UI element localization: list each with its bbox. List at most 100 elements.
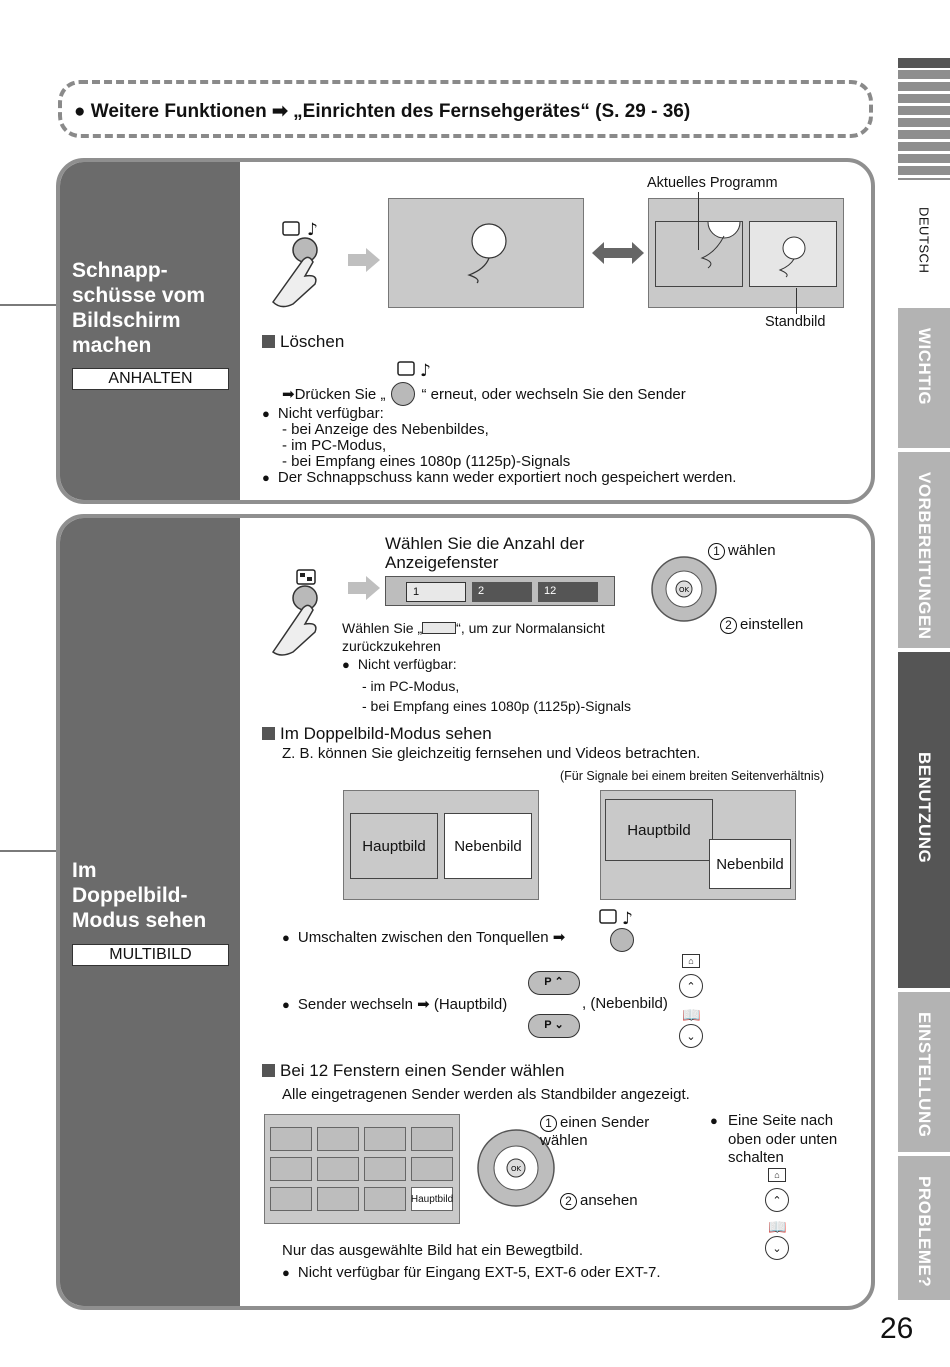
choose-windows-heading: Wählen Sie die Anzahl der Anzeigefenster — [385, 534, 585, 572]
main-picture: Hauptbild — [350, 813, 438, 879]
na-item: - im PC-Modus, — [362, 678, 460, 694]
ok-navigation-pad-icon: OK — [477, 1129, 555, 1207]
option-1-window[interactable]: 1 — [406, 582, 466, 602]
button-label-badge: ANHALTEN — [72, 368, 229, 390]
section-sidebar: Im Doppelbild- Modus sehen MULTIBILD — [60, 518, 240, 1306]
section-sidebar: Schnapp- schüsse vom Bildschirm machen A… — [60, 162, 240, 500]
tv-screen-full — [388, 198, 584, 308]
wide-signal-note: (Für Signale bei einem breiten Seitenver… — [560, 769, 825, 783]
page-switch-text: Eine Seite nach oben oder unten schalten — [728, 1112, 838, 1166]
tv-screen-split — [648, 198, 844, 308]
svg-text:♪: ♪ — [420, 361, 431, 381]
language-label: DEUTSCH — [916, 206, 932, 274]
snapshot-button-icon: ♪ — [397, 361, 431, 381]
delete-heading: Löschen — [262, 332, 344, 352]
normal-view-hint: Wählen Sie „“, um zur Normalansicht — [342, 620, 605, 636]
side-stripes — [898, 58, 950, 180]
up-arrow-button: ⌃ — [679, 974, 703, 998]
selected-window: Hauptbild — [411, 1187, 453, 1211]
audio-button — [610, 928, 634, 952]
current-program-window — [655, 221, 743, 287]
arrow-right-icon — [348, 576, 380, 600]
channel-down-button: P ⌄ — [528, 1014, 580, 1038]
book-icon: 📖 — [768, 1219, 787, 1236]
header-title: ● Weitere Funktionen ➡ „Einrichten des F… — [74, 101, 691, 122]
book-icon: 📖 — [682, 1007, 701, 1024]
tab-vorbereitungen[interactable]: VORBEREITUNGEN — [898, 452, 950, 648]
still-image-window — [749, 221, 837, 287]
dual-text: Z. B. können Sie gleichzeitig fernsehen … — [282, 745, 701, 762]
change-channel-text: Sender wechseln ➡ (Hauptbild) — [282, 995, 507, 1013]
window-grid: Hauptbild — [270, 1127, 453, 1211]
na-item: - bei Empfang eines 1080p (1125p)-Signal… — [282, 453, 571, 470]
export-note: Der Schnappschuss kann weder exportiert … — [262, 469, 737, 486]
callout-line — [796, 288, 797, 314]
ext-note: Nicht verfügbar für Eingang EXT-5, EXT-6… — [282, 1264, 661, 1281]
tab-probleme[interactable]: PROBLEME? — [898, 1156, 950, 1300]
single-window-symbol — [422, 622, 457, 634]
connector-line — [0, 304, 60, 306]
hand-press-icon: ♪ — [272, 220, 318, 308]
text-page-icon: ⌂ — [682, 954, 700, 968]
dual-screen-overlap: Hauptbild Nebenbild — [600, 790, 796, 900]
down-arrow-button: ⌄ — [679, 1024, 703, 1048]
grid-heading: Bei 12 Fenstern einen Sender wählen — [262, 1061, 564, 1081]
double-arrow-icon — [592, 242, 644, 264]
svg-text:OK: OK — [511, 1165, 522, 1173]
delete-instruction: ➡Drücken Sie „“ erneut, oder wechseln Si… — [282, 382, 686, 406]
section-snapshot: Schnapp- schüsse vom Bildschirm machen A… — [56, 158, 875, 504]
section-title: Schnapp- schüsse vom Bildschirm machen — [72, 259, 206, 357]
page-number: 26 — [880, 1312, 914, 1345]
channel-up-button: P ⌃ — [528, 971, 580, 995]
window-count-selector: 1 2 12 — [385, 576, 615, 606]
not-available-label: Nicht verfügbar: — [342, 656, 457, 672]
up-arrow-button: ⌃ — [765, 1188, 789, 1212]
label-current-program: Aktuelles Programm — [647, 175, 778, 191]
page-switch-bullet — [710, 1112, 726, 1129]
svg-text:♪: ♪ — [307, 220, 318, 240]
na-item: - im PC-Modus, — [282, 437, 387, 454]
grid-text: Alle eingetragenen Sender werden als Sta… — [282, 1086, 690, 1103]
callout-line — [698, 192, 699, 250]
svg-text:OK: OK — [679, 586, 690, 594]
hand-press-icon — [271, 569, 318, 656]
label-still-image: Standbild — [765, 314, 826, 330]
tab-wichtig[interactable]: WICHTIG — [898, 308, 950, 448]
tab-einstellung[interactable]: EINSTELLUNG — [898, 992, 950, 1152]
connector-line — [0, 850, 60, 852]
na-item: - bei Anzeige des Nebenbildes, — [282, 421, 489, 438]
na-item: - bei Empfang eines 1080p (1125p)-Signal… — [362, 698, 632, 714]
balloon-icon — [467, 223, 507, 284]
arrow-right-icon — [348, 248, 380, 272]
normal-view-hint-line2: zurückzukehren — [342, 638, 441, 654]
dual-heading: Im Doppelbild-Modus sehen — [262, 724, 492, 744]
section-multiwindow: Im Doppelbild- Modus sehen MULTIBILD Wäh… — [56, 514, 875, 1310]
main-picture: Hauptbild — [605, 799, 713, 861]
sub-picture: Nebenbild — [444, 813, 532, 879]
down-arrow-button: ⌄ — [765, 1236, 789, 1260]
change-channel-sub-text: , (Nebenbild) — [582, 995, 668, 1012]
sub-picture: Nebenbild — [709, 839, 791, 889]
snapshot-button-icon: ♪ — [599, 909, 633, 928]
section-title: Im Doppelbild- Modus sehen — [72, 859, 207, 932]
twelve-window-screen: Hauptbild — [264, 1114, 460, 1224]
ok-navigation-pad-icon: OK — [651, 556, 717, 622]
tab-benutzung[interactable]: BENUTZUNG — [898, 652, 950, 988]
not-available-label: Nicht verfügbar: — [262, 405, 384, 422]
option-2-windows[interactable]: 2 — [472, 582, 532, 602]
button-label-badge: MULTIBILD — [72, 944, 229, 966]
header-frame — [58, 80, 873, 138]
snapshot-button — [391, 382, 416, 406]
only-selected-note: Nur das ausgewählte Bild hat ein Bewegtb… — [282, 1242, 584, 1259]
dual-screen-side-by-side: Hauptbild Nebenbild — [343, 790, 539, 900]
switch-audio-text: Umschalten zwischen den Tonquellen ➡ — [282, 928, 565, 946]
svg-text:♪: ♪ — [622, 909, 633, 928]
balloon-icon — [778, 236, 806, 278]
balloon-icon — [700, 221, 741, 269]
option-12-windows[interactable]: 12 — [538, 582, 598, 602]
text-page-icon: ⌂ — [768, 1168, 786, 1182]
